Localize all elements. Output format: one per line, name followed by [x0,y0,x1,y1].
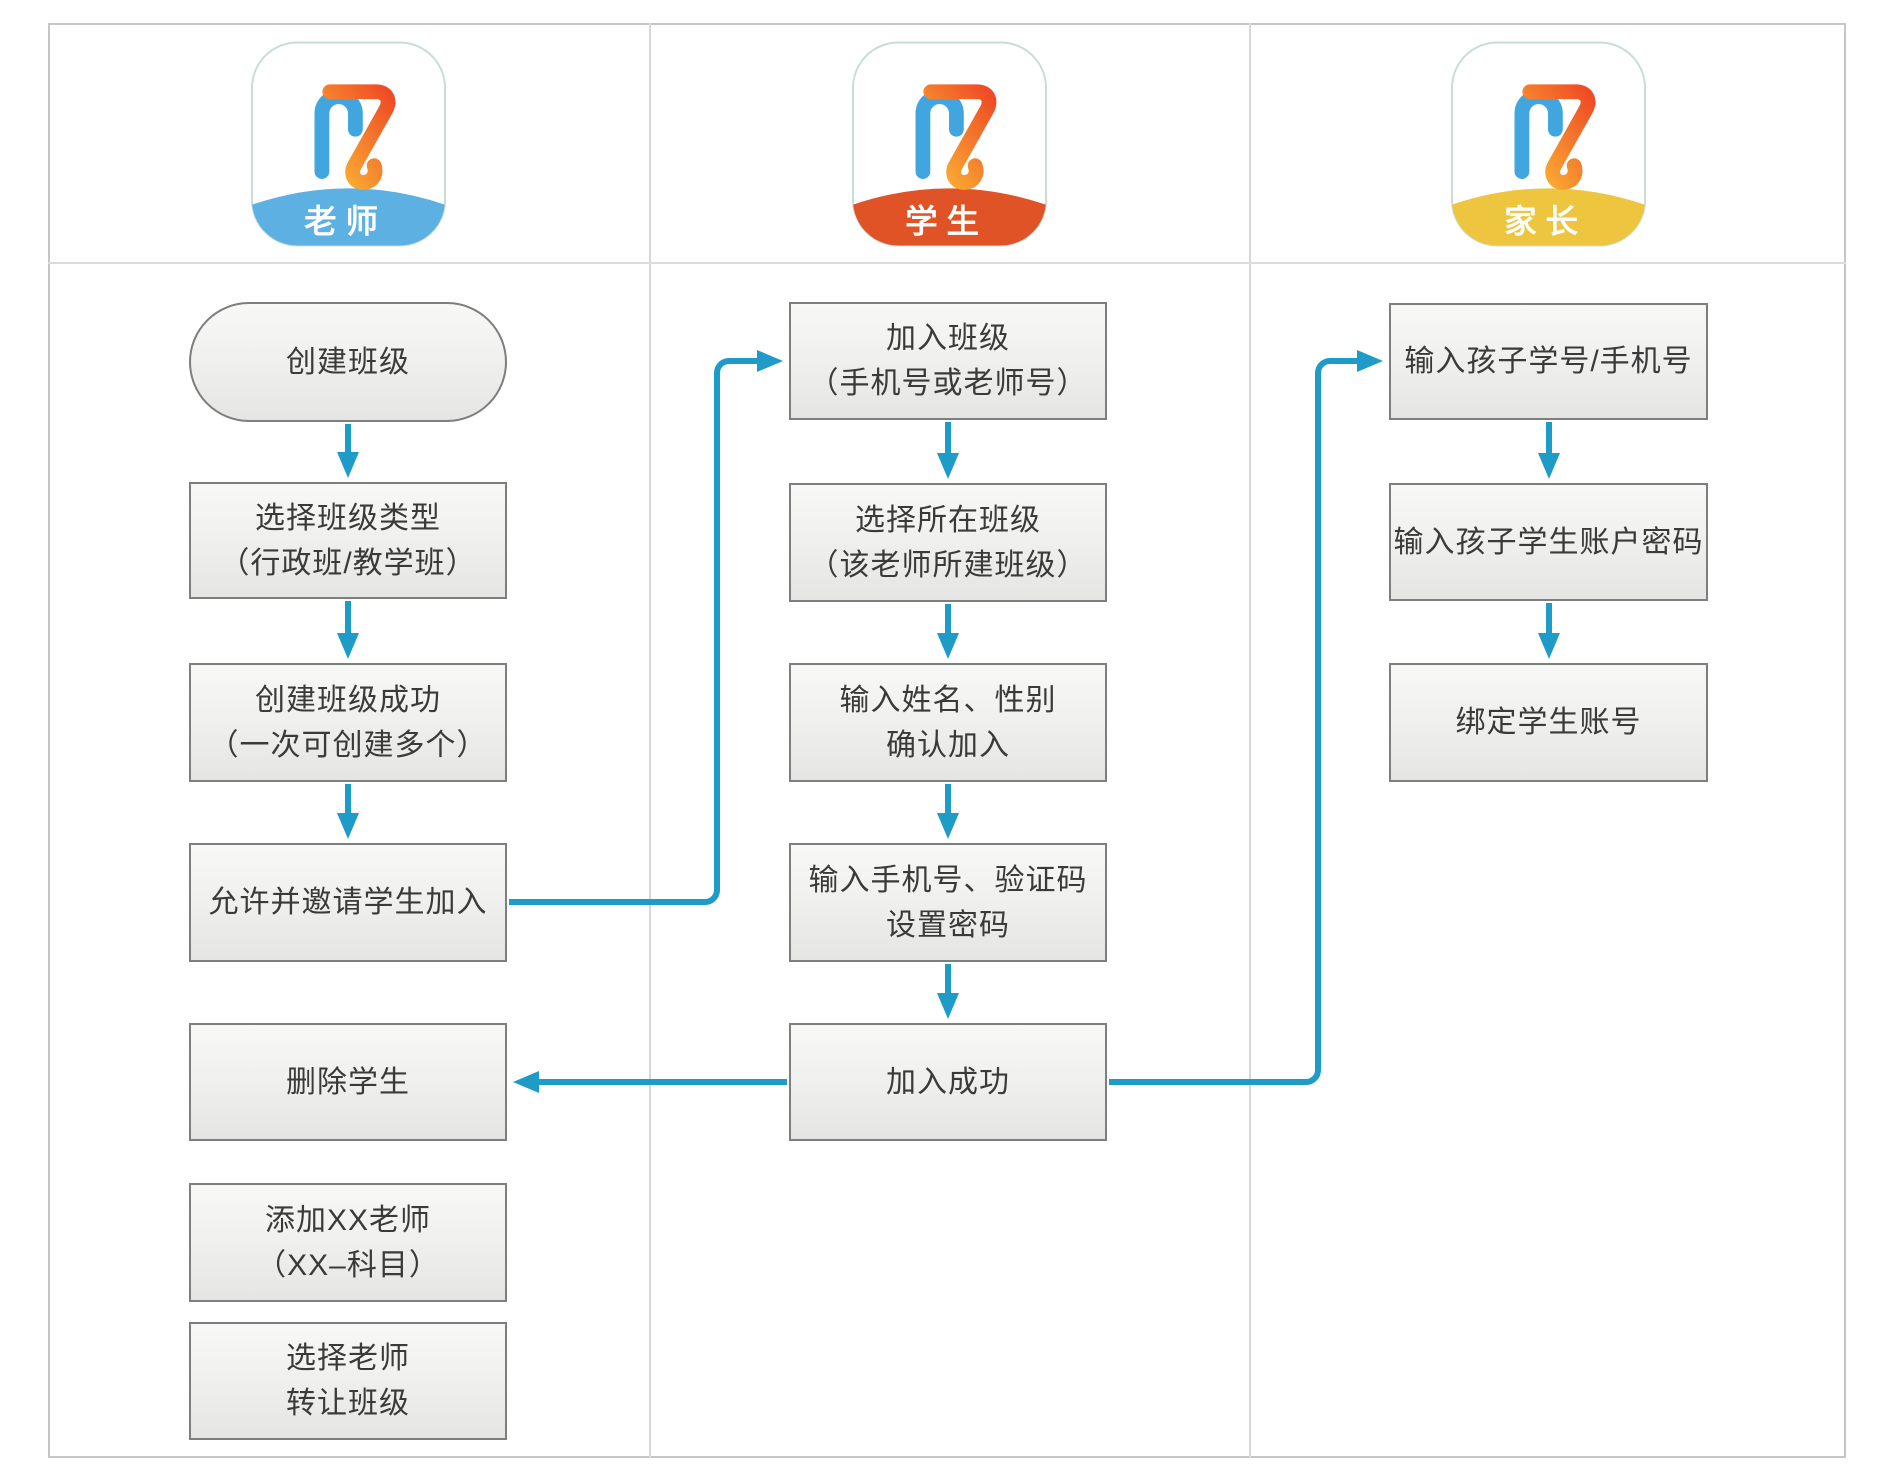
node-label: 选择所在班级 [855,503,1041,537]
node-label: 创建班级 [286,345,410,379]
student-banner [852,188,1047,246]
node-label: 选择班级类型 [255,501,441,535]
node-class-created: 创建班级成功 （一次可创建多个） [189,663,507,782]
node-label: 输入手机号、验证码 [808,863,1088,897]
node-transfer-class: 选择老师 转让班级 [189,1322,507,1440]
node-label: 允许并邀请学生加入 [208,886,488,919]
node-label: 创建班级成功 [255,683,441,717]
node-bind-student-account: 绑定学生账号 [1389,663,1708,782]
teacher-app-icon: 老师 [250,41,447,247]
node-label: 加入班级 [886,322,1010,355]
teacher-banner [251,188,446,246]
node-enter-child-id: 输入孩子学号/手机号 [1389,303,1708,420]
node-label: （手机号或老师号） [808,367,1088,400]
node-label: 设置密码 [886,908,1010,942]
node-label: （该老师所建班级） [808,548,1088,582]
teacher-icon-label: 老师 [304,204,387,240]
student-icon-label: 学生 [905,203,988,240]
node-label: （行政班/教学班） [219,546,477,580]
node-enter-phone-code: 输入手机号、验证码 设置密码 [789,843,1107,962]
column-divider-1 [649,23,651,1458]
node-label: 输入孩子学生账户密码 [1393,525,1704,559]
app-logo-icon [1514,84,1596,190]
header-separator [48,262,1846,264]
node-label: 添加XX老师 [264,1203,432,1237]
node-label: 加入成功 [886,1065,1010,1099]
node-add-teacher: 添加XX老师 （XX–科目） [189,1183,507,1302]
node-enter-name-gender: 输入姓名、性别 确认加入 [789,663,1107,782]
node-label: 绑定学生账号 [1455,706,1642,739]
column-divider-2 [1249,23,1251,1458]
node-label: 转让班级 [286,1387,410,1420]
node-select-own-class: 选择所在班级 （该老师所建班级） [789,483,1107,602]
node-label: 删除学生 [286,1065,410,1099]
node-join-class: 加入班级 （手机号或老师号） [789,302,1107,420]
student-app-icon: 学生 [851,41,1048,247]
node-remove-student: 删除学生 [189,1023,507,1141]
parent-icon-label: 家长 [1504,204,1587,240]
parent-banner [1451,188,1646,246]
node-label: 输入姓名、性别 [839,683,1057,717]
node-enter-child-password: 输入孩子学生账户密码 [1389,483,1708,601]
parent-app-icon: 家长 [1450,41,1647,247]
node-select-class-type: 选择班级类型 （行政班/教学班） [189,482,507,599]
node-label: 确认加入 [886,728,1010,762]
node-create-class: 创建班级 [189,302,507,422]
app-logo-icon [314,84,396,190]
node-invite-students: 允许并邀请学生加入 [189,843,507,962]
node-label: （XX–科目） [256,1248,440,1282]
node-join-success: 加入成功 [789,1023,1107,1141]
node-label: 选择老师 [286,1342,410,1375]
app-logo-icon [915,84,997,190]
node-label: （一次可创建多个） [208,728,488,762]
node-label: 输入孩子学号/手机号 [1404,345,1693,378]
